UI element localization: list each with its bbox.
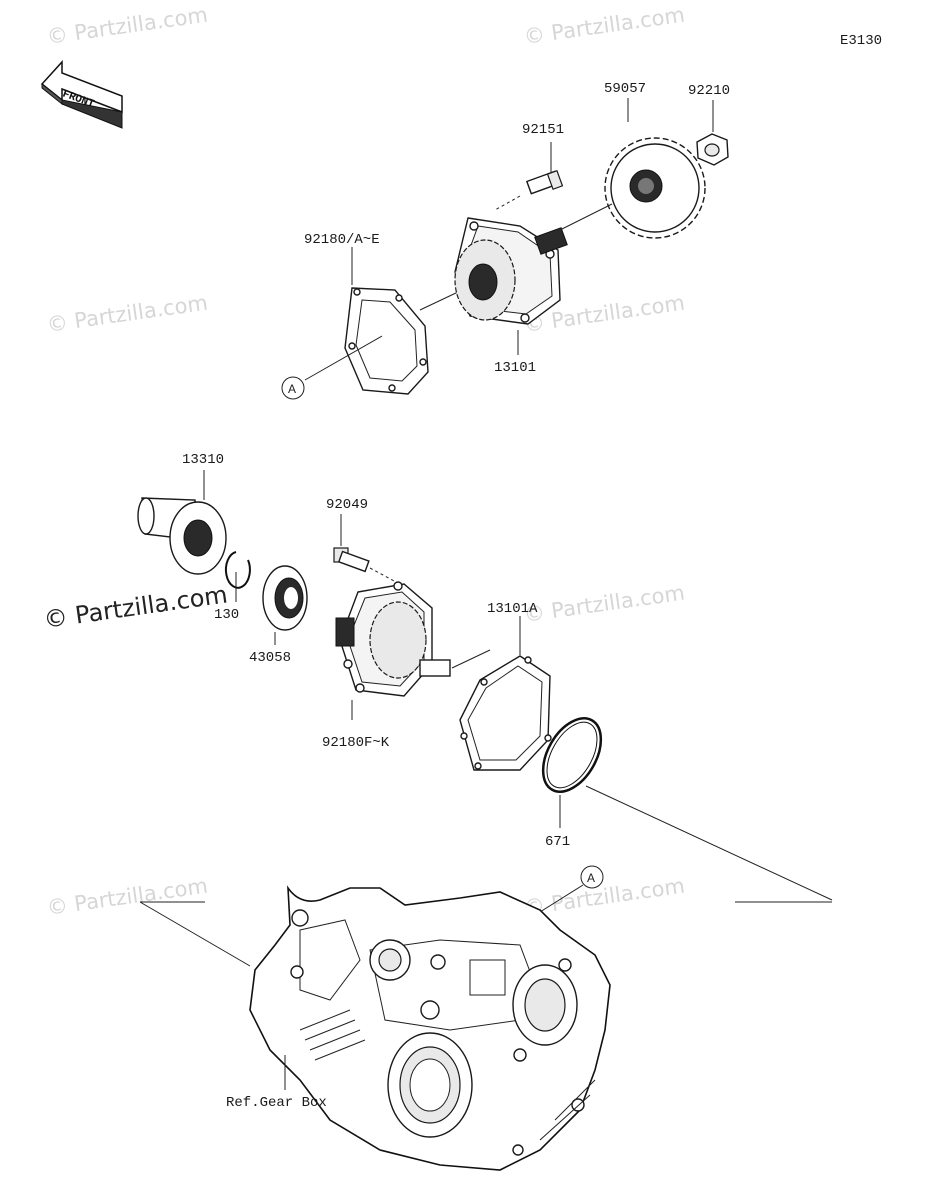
svg-text:A: A [288, 382, 296, 396]
ref-gear-box-label: Ref.Gear Box [226, 1095, 327, 1111]
watermark-main: © Partzilla.com [42, 580, 229, 634]
sleeve-13310 [137, 470, 227, 575]
gasket-92180AE [304, 247, 459, 395]
part-label-92180FK: 13101A [487, 601, 538, 617]
part-label-59057: 59057 [604, 81, 646, 97]
part-label-92049: 43058 [249, 650, 291, 666]
watermark: © Partzilla.com [45, 291, 209, 337]
part-label-43058: 130 [214, 607, 239, 623]
oil-seal-92049 [262, 565, 308, 645]
watermark: © Partzilla.com [522, 3, 686, 49]
watermark: © Partzilla.com [45, 874, 209, 920]
part-label-13101: 13101 [494, 360, 536, 376]
watermarks: © Partzilla.com © Partzilla.com © Partzi… [42, 3, 686, 920]
bolt-92151 [494, 142, 564, 211]
gasket-92180FK [459, 616, 552, 771]
gear-59057 [559, 98, 706, 239]
gear-box-casing [249, 885, 611, 1171]
callout-a-lower: A [539, 865, 604, 913]
o-ring-671 [541, 717, 833, 901]
svg-text:A: A [587, 871, 595, 885]
front-arrow-icon: FRONT [40, 60, 123, 129]
watermark: © Partzilla.com [522, 874, 686, 920]
nut-92210 [696, 100, 729, 166]
bolt-130 [333, 514, 397, 583]
watermark: © Partzilla.com [522, 581, 686, 627]
part-label-13101A: 92180F~K [322, 735, 390, 751]
circlip-43058 [224, 551, 251, 602]
part-label-92180AE: 92180/A~E [304, 232, 380, 248]
diagram-code: E3130 [840, 33, 882, 49]
part-label-671: 671 [545, 834, 570, 850]
bevel-housing-13101A [335, 581, 491, 720]
part-label-92151: 92151 [522, 122, 564, 138]
part-label-92210: 92210 [688, 83, 730, 99]
part-label-130: 92049 [326, 497, 368, 513]
part-label-13310: 13310 [182, 452, 224, 468]
callout-a-upper: A [281, 376, 305, 400]
bevel-housing-13101 [454, 217, 568, 355]
watermark: © Partzilla.com [45, 3, 209, 49]
